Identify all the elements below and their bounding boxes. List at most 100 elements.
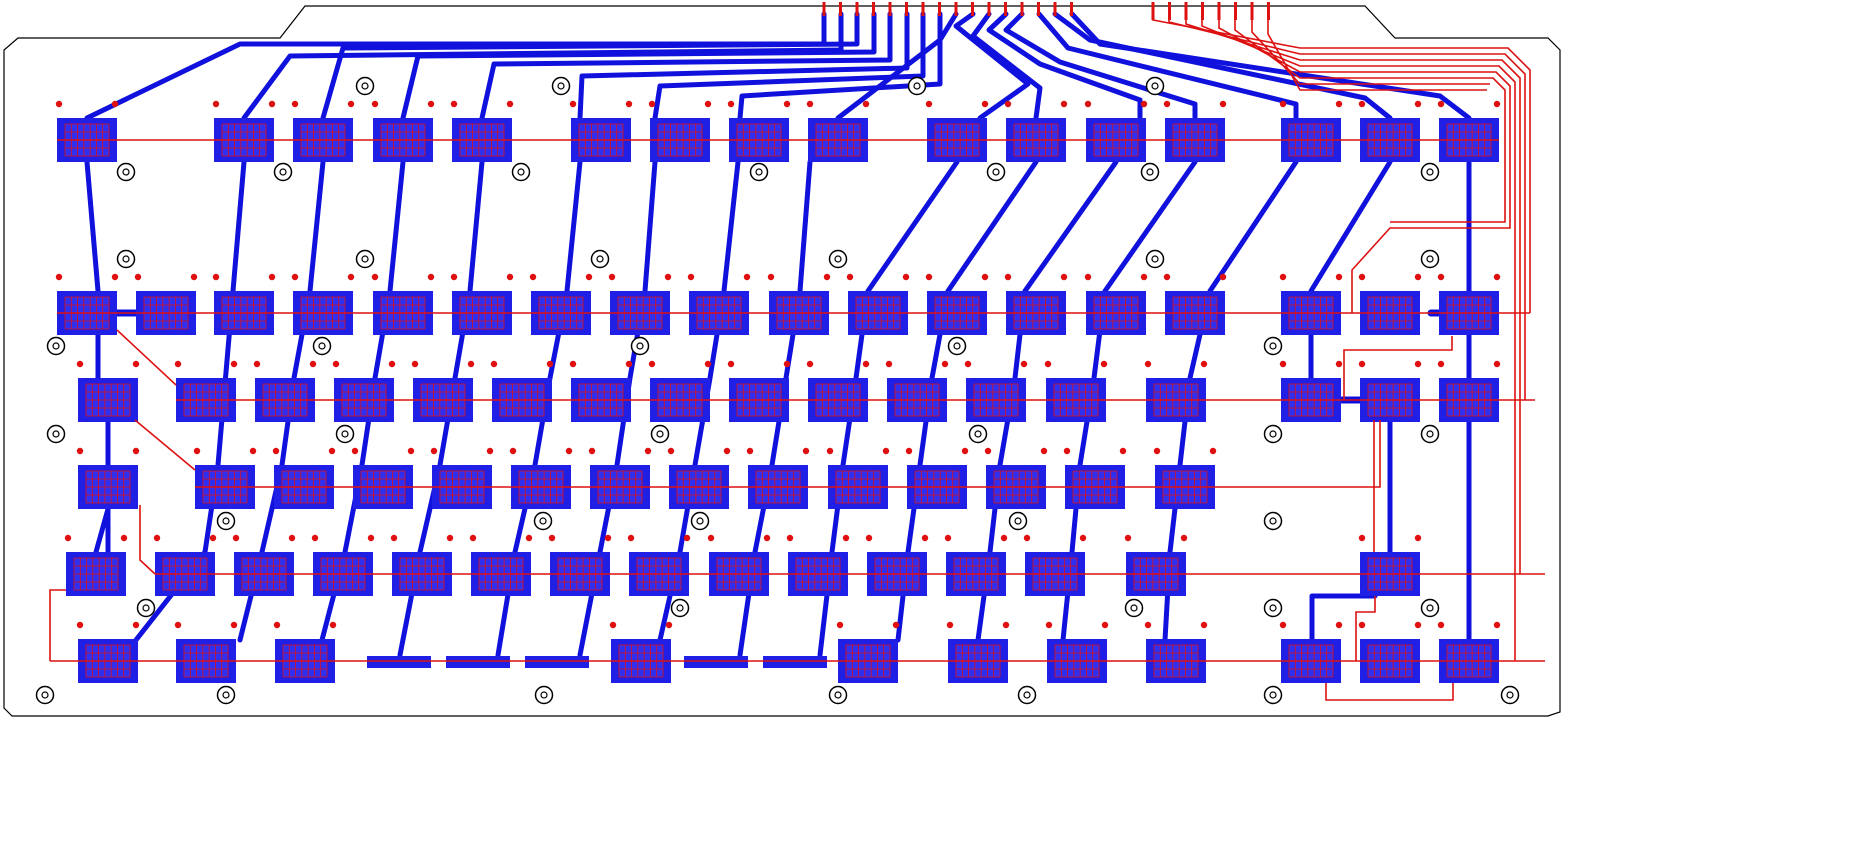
- mounting-hole: [273, 162, 293, 182]
- hole-center: [279, 168, 287, 176]
- via-dot: [608, 273, 616, 281]
- hole-ring: [1263, 336, 1283, 356]
- mounting-hole: [312, 336, 332, 356]
- via-dot: [1020, 360, 1028, 368]
- via-dot: [467, 360, 475, 368]
- via-dot: [268, 100, 276, 108]
- via-dot: [806, 360, 814, 368]
- via-dot: [1000, 534, 1008, 542]
- via-dot: [1279, 100, 1287, 108]
- via-dot: [1079, 534, 1087, 542]
- hole-center: [1269, 517, 1277, 525]
- hole-center: [1023, 691, 1031, 699]
- hole-ring: [46, 336, 66, 356]
- column-trace: [1308, 159, 1393, 381]
- row-link: [134, 419, 196, 471]
- via-dot: [1140, 100, 1148, 108]
- via-dot: [1060, 273, 1068, 281]
- connector-blue-trace: [970, 11, 1043, 121]
- via-dot: [981, 100, 989, 108]
- via-dot: [509, 447, 517, 455]
- via-dot: [743, 273, 751, 281]
- via-dot: [1045, 621, 1053, 629]
- via-dot: [588, 447, 596, 455]
- blank-pad: [684, 656, 748, 668]
- hole-ring: [511, 162, 531, 182]
- column-trace: [84, 159, 101, 294]
- via-dot: [964, 360, 972, 368]
- row-link: [1343, 336, 1453, 400]
- hole-ring: [1500, 685, 1520, 705]
- via-dot: [683, 534, 691, 542]
- via-dot: [892, 621, 900, 629]
- via-dot: [1144, 360, 1152, 368]
- hole-ring: [907, 76, 927, 96]
- mounting-hole: [136, 598, 156, 618]
- hole-center: [1269, 604, 1277, 612]
- mounting-hole: [355, 249, 375, 269]
- via-dot: [111, 273, 119, 281]
- via-dot: [763, 534, 771, 542]
- via-dot: [862, 100, 870, 108]
- connector-red-trace: [1218, 10, 1511, 313]
- blank-pad: [763, 656, 827, 668]
- via-dot: [1153, 447, 1161, 455]
- hole-center: [1269, 691, 1277, 699]
- via-dot: [490, 360, 498, 368]
- blank-pad: [446, 656, 510, 668]
- hole-ring: [986, 162, 1006, 182]
- connector-blue-trace: [1036, 11, 1299, 121]
- connector-red-trace: [1234, 10, 1506, 223]
- mounting-hole: [1263, 511, 1283, 531]
- via-dot: [288, 534, 296, 542]
- via-dot: [212, 100, 220, 108]
- hole-center: [1269, 342, 1277, 350]
- mounting-hole: [1500, 685, 1520, 705]
- via-dot: [347, 100, 355, 108]
- connector-blue-trace: [1069, 11, 1472, 121]
- via-dot: [232, 534, 240, 542]
- via-dot: [132, 621, 140, 629]
- connector-blue-trace: [577, 11, 910, 121]
- via-dot: [309, 360, 317, 368]
- via-dot: [842, 534, 850, 542]
- via-dot: [921, 534, 929, 542]
- hole-ring: [828, 685, 848, 705]
- hole-ring: [335, 424, 355, 444]
- via-dot: [1358, 621, 1366, 629]
- via-dot: [944, 534, 952, 542]
- key-pad: [66, 552, 126, 596]
- via-dot: [1200, 621, 1208, 629]
- via-dot: [1044, 360, 1052, 368]
- mounting-hole: [1124, 598, 1144, 618]
- hole-ring: [273, 162, 293, 182]
- via-dot: [625, 360, 633, 368]
- hole-center: [52, 430, 60, 438]
- via-dot: [1200, 360, 1208, 368]
- via-dot: [746, 447, 754, 455]
- via-dot: [1219, 273, 1227, 281]
- via-dot: [209, 534, 217, 542]
- mounting-hole: [1140, 162, 1160, 182]
- hole-center: [953, 342, 961, 350]
- via-dot: [1414, 534, 1422, 542]
- via-dot: [644, 447, 652, 455]
- hole-center: [1146, 168, 1154, 176]
- hole-ring: [551, 76, 571, 96]
- via-dot: [961, 447, 969, 455]
- via-dot: [565, 447, 573, 455]
- via-dot: [862, 360, 870, 368]
- via-dot: [174, 360, 182, 368]
- via-dot: [132, 447, 140, 455]
- hole-ring: [534, 685, 554, 705]
- hole-center: [636, 342, 644, 350]
- hole-center: [755, 168, 763, 176]
- via-dot: [925, 273, 933, 281]
- row-link: [139, 505, 156, 575]
- via-dot: [1023, 534, 1031, 542]
- via-dot: [836, 621, 844, 629]
- via-dot: [1084, 273, 1092, 281]
- via-dot: [882, 447, 890, 455]
- mounting-hole: [1017, 685, 1037, 705]
- mounting-hole: [46, 336, 66, 356]
